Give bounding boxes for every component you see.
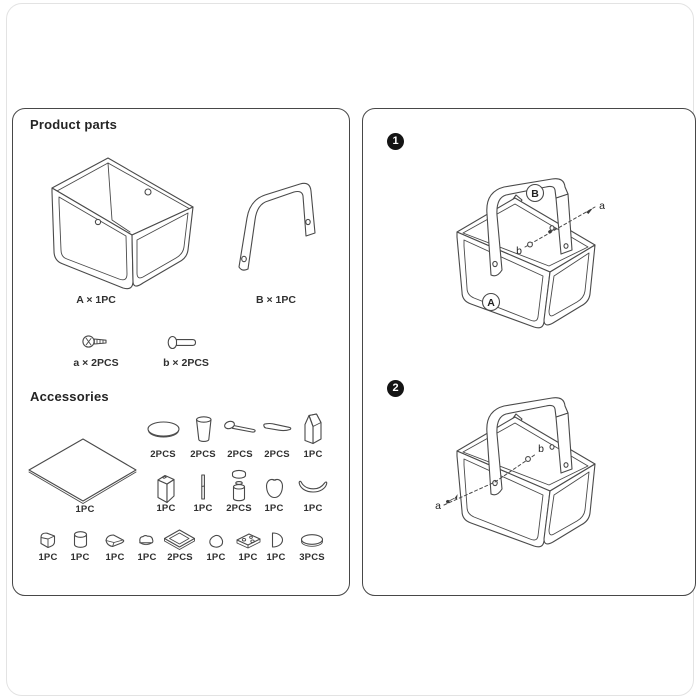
qty-label: 1PC bbox=[156, 503, 176, 514]
basket-body-icon bbox=[51, 157, 194, 290]
marshmallow-icon bbox=[73, 531, 88, 548]
straw-icon bbox=[201, 474, 205, 500]
milk-carton-icon bbox=[304, 413, 322, 445]
jar-with-lid-icon bbox=[231, 469, 247, 502]
product-parts-title: Product parts bbox=[30, 117, 118, 132]
qty-label: 2PCS bbox=[264, 449, 290, 460]
screw-b-label: b × 2PCS bbox=[163, 357, 209, 369]
qty-label: 1PC bbox=[38, 552, 58, 563]
spoon-icon bbox=[224, 420, 256, 433]
qty-label: 3PCS bbox=[299, 552, 325, 563]
pastry-wedge-icon bbox=[105, 534, 125, 548]
step-2-badge: 2 bbox=[387, 380, 404, 397]
cheese-slice-icon bbox=[236, 533, 261, 549]
knife-icon bbox=[263, 422, 292, 432]
part-a-callout: A bbox=[487, 297, 495, 309]
cake-slice-icon bbox=[40, 532, 56, 549]
qty-label: 1PC bbox=[264, 503, 284, 514]
qty-label: 1PC bbox=[105, 552, 125, 563]
screw-a-glyph bbox=[548, 227, 557, 234]
step-1-badge: 1 bbox=[387, 133, 404, 150]
step-1-drawing: b a B A bbox=[456, 178, 605, 329]
step-2-drawing: a b bbox=[435, 397, 596, 548]
plate-icon bbox=[147, 421, 180, 438]
qty-label: 1PC bbox=[303, 449, 323, 460]
screw-a-callout: a bbox=[435, 500, 441, 512]
screw-a-glyph bbox=[446, 494, 458, 504]
qty-label: 1PC bbox=[70, 552, 90, 563]
screw-b-callout: b bbox=[516, 245, 522, 257]
qty-label: 2PCS bbox=[150, 449, 176, 460]
screw-b-callout: b bbox=[538, 443, 544, 455]
qty-label: 1PC bbox=[193, 503, 213, 514]
qty-label: 1PC bbox=[137, 552, 157, 563]
qty-label: 1PC bbox=[266, 552, 286, 563]
part-a-callout-circle bbox=[481, 292, 501, 312]
part-b-callout: B bbox=[531, 188, 539, 200]
part-a-label: A × 1PC bbox=[76, 294, 116, 306]
tart-icon bbox=[139, 535, 154, 546]
qty-label: 1PC bbox=[238, 552, 258, 563]
cookie-icon bbox=[300, 534, 324, 547]
qty-label: 2PCS bbox=[226, 503, 252, 514]
qty-label: 1PC bbox=[206, 552, 226, 563]
picnic-mat-icon bbox=[28, 438, 137, 504]
accessories-title: Accessories bbox=[30, 389, 109, 404]
egg-half-icon bbox=[271, 532, 284, 548]
juice-box-icon bbox=[157, 474, 175, 504]
banana-icon bbox=[298, 480, 328, 493]
qty-label: 2PCS bbox=[227, 449, 253, 460]
phillips-screw-icon bbox=[82, 335, 107, 348]
part-b-label: B × 1PC bbox=[256, 294, 296, 306]
qty-label: 1PC bbox=[303, 503, 323, 514]
screw-a-callout: a bbox=[599, 200, 605, 212]
screw-a-label: a × 2PCS bbox=[73, 357, 119, 369]
arrowhead-icon bbox=[586, 208, 593, 214]
bread-slice-icon bbox=[163, 529, 196, 550]
apple-icon bbox=[265, 478, 284, 499]
part-b-callout-circle bbox=[525, 183, 545, 203]
cup-icon bbox=[195, 416, 212, 442]
handle-icon bbox=[238, 182, 316, 271]
rice-ball-icon bbox=[209, 534, 224, 548]
barrel-bolt-icon bbox=[167, 335, 197, 350]
qty-label: 2PCS bbox=[167, 552, 193, 563]
qty-label: 2PCS bbox=[190, 449, 216, 460]
qty-label: 1PC bbox=[75, 504, 95, 515]
